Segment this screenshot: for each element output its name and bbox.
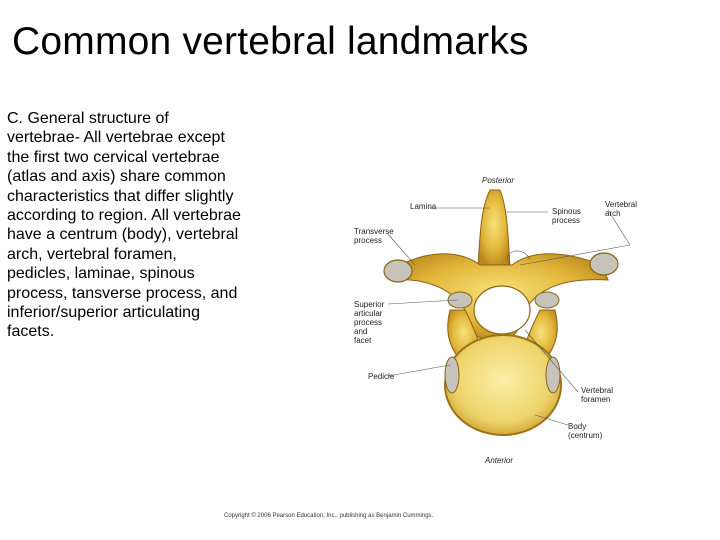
label-transverse-1: Transverse xyxy=(354,227,394,236)
label-spinous-1: Spinous xyxy=(552,207,581,216)
label-superior-1: Superior xyxy=(354,300,384,309)
label-foramen-2: foramen xyxy=(581,395,610,404)
copyright-notice: Copyright © 2006 Pearson Education, Inc.… xyxy=(224,513,433,519)
superior-articular-facet-left xyxy=(448,292,472,308)
label-anterior: Anterior xyxy=(485,456,513,465)
superior-articular-facet-right xyxy=(535,292,559,308)
slide-title: Common vertebral landmarks xyxy=(12,22,529,61)
label-superior-3: process xyxy=(354,318,382,327)
label-posterior: Posterior xyxy=(482,176,514,185)
spinous-process xyxy=(478,190,510,265)
vertebral-foramen xyxy=(474,286,530,334)
label-vertebral-arch-1: Vertebral xyxy=(605,200,637,209)
body-rim-left xyxy=(445,357,459,393)
transverse-process-right xyxy=(590,253,618,275)
vertebra-figure: Posterior Lamina Spinous process Vertebr… xyxy=(340,170,655,475)
label-spinous-2: process xyxy=(552,216,580,225)
body-paragraph: C. General structure of vertebrae- All v… xyxy=(7,109,243,342)
label-superior-4: and xyxy=(354,327,367,336)
label-body-2: (centrum) xyxy=(568,431,602,440)
transverse-process-left xyxy=(384,260,412,282)
vertebral-body xyxy=(445,335,561,435)
label-lamina: Lamina xyxy=(410,202,436,211)
label-superior-2: articular xyxy=(354,309,382,318)
label-pedicle: Pedicle xyxy=(368,372,394,381)
label-transverse-2: process xyxy=(354,236,382,245)
label-vertebral-arch-2: arch xyxy=(605,209,621,218)
label-foramen-1: Vertebral xyxy=(581,386,613,395)
label-superior-5: facet xyxy=(354,336,371,345)
label-body-1: Body xyxy=(568,422,586,431)
